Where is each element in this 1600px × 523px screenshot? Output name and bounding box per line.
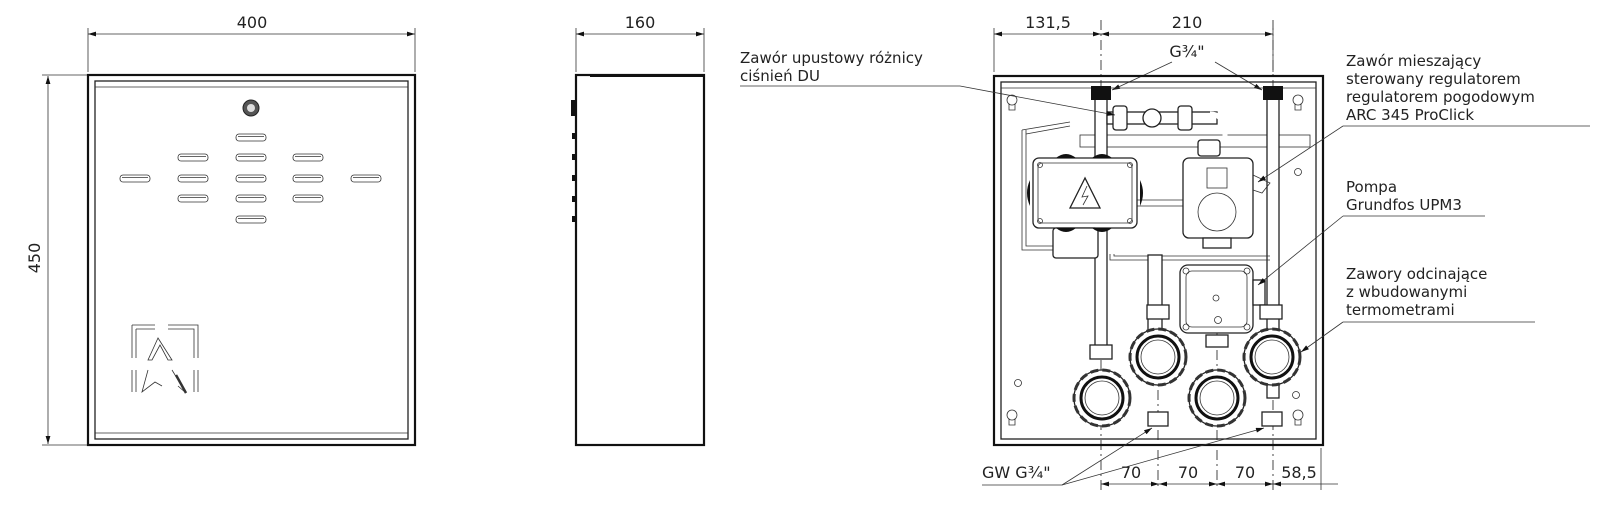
bottom-dim-4: 58,5 — [1281, 463, 1317, 482]
height-dim-label: 450 — [25, 243, 44, 274]
brand-logo — [131, 324, 199, 394]
mixing-valve-actuator — [1182, 139, 1271, 249]
cabinet-outline — [86, 73, 417, 447]
depth-dimension: 160 — [575, 13, 705, 72]
svg-text:Pompa: Pompa — [1346, 178, 1397, 196]
callout-mixing-valve: Zawór mieszający sterowany regulatorem r… — [1257, 52, 1590, 183]
svg-text:z wbudowanymi: z wbudowanymi — [1346, 283, 1467, 301]
ventilation-slots — [119, 133, 382, 224]
callout-pump: Pompa Grundfos UPM3 — [1257, 178, 1485, 286]
bottom-dim-1: 70 — [1121, 463, 1141, 482]
open-view: 131,5 210 G¾" — [740, 13, 1590, 490]
height-dimension: 450 — [25, 74, 88, 446]
hinge-tabs — [572, 133, 575, 222]
bottom-dim-3: 70 — [1235, 463, 1255, 482]
lock-icon — [242, 99, 260, 117]
depth-dim-label: 160 — [625, 13, 656, 32]
callout-shutoff-valves: Zawory odcinające z wbudowanymi termomet… — [1300, 265, 1535, 353]
svg-text:termometrami: termometrami — [1346, 301, 1455, 319]
svg-text:ARC 345 ProClick: ARC 345 ProClick — [1346, 106, 1474, 124]
cabinet-side-outline — [574, 73, 706, 447]
top-connection-label: G¾" — [1169, 42, 1204, 61]
bypass-valve — [1106, 105, 1228, 140]
svg-text:Zawór mieszający: Zawór mieszający — [1346, 52, 1481, 70]
svg-text:Grundfos UPM3: Grundfos UPM3 — [1346, 196, 1462, 214]
svg-text:sterowany regulatorem: sterowany regulatorem — [1346, 70, 1521, 88]
electrical-junction-box — [1027, 154, 1143, 259]
svg-text:ciśnień DU: ciśnień DU — [740, 67, 820, 85]
side-view: 160 — [571, 13, 706, 447]
open-cabinet-outline — [992, 74, 1325, 447]
svg-text:Zawór upustowy różnicy: Zawór upustowy różnicy — [740, 49, 923, 67]
top-fitting-left — [1091, 86, 1111, 100]
top-dimensions: 131,5 210 G¾" — [993, 13, 1274, 91]
callout-bypass-valve: Zawór upustowy różnicy ciśnień DU — [740, 49, 1116, 116]
top-fitting-right — [1263, 86, 1283, 100]
high-voltage-warning-icon — [1068, 176, 1102, 209]
bottom-connection-label: GW G¾" — [982, 463, 1051, 482]
bottom-fitting — [1147, 411, 1169, 427]
svg-text:regulatorem pogodowym: regulatorem pogodowym — [1346, 88, 1535, 106]
mounting-rail — [1079, 134, 1311, 148]
circulation-pump — [1179, 264, 1266, 348]
width-dim-label: 400 — [237, 13, 268, 32]
bottom-dimensions: 70 70 70 58,5 GW G¾" — [982, 427, 1338, 490]
bottom-fitting — [1261, 411, 1283, 427]
left-offset-dim-label: 131,5 — [1025, 13, 1071, 32]
front-view: 400 450 — [25, 13, 417, 447]
bottom-dim-2: 70 — [1178, 463, 1198, 482]
spacing-dim-label: 210 — [1172, 13, 1203, 32]
svg-text:Zawory odcinające: Zawory odcinające — [1346, 265, 1487, 283]
width-dimension: 400 — [87, 13, 416, 72]
lock-side — [571, 100, 575, 116]
